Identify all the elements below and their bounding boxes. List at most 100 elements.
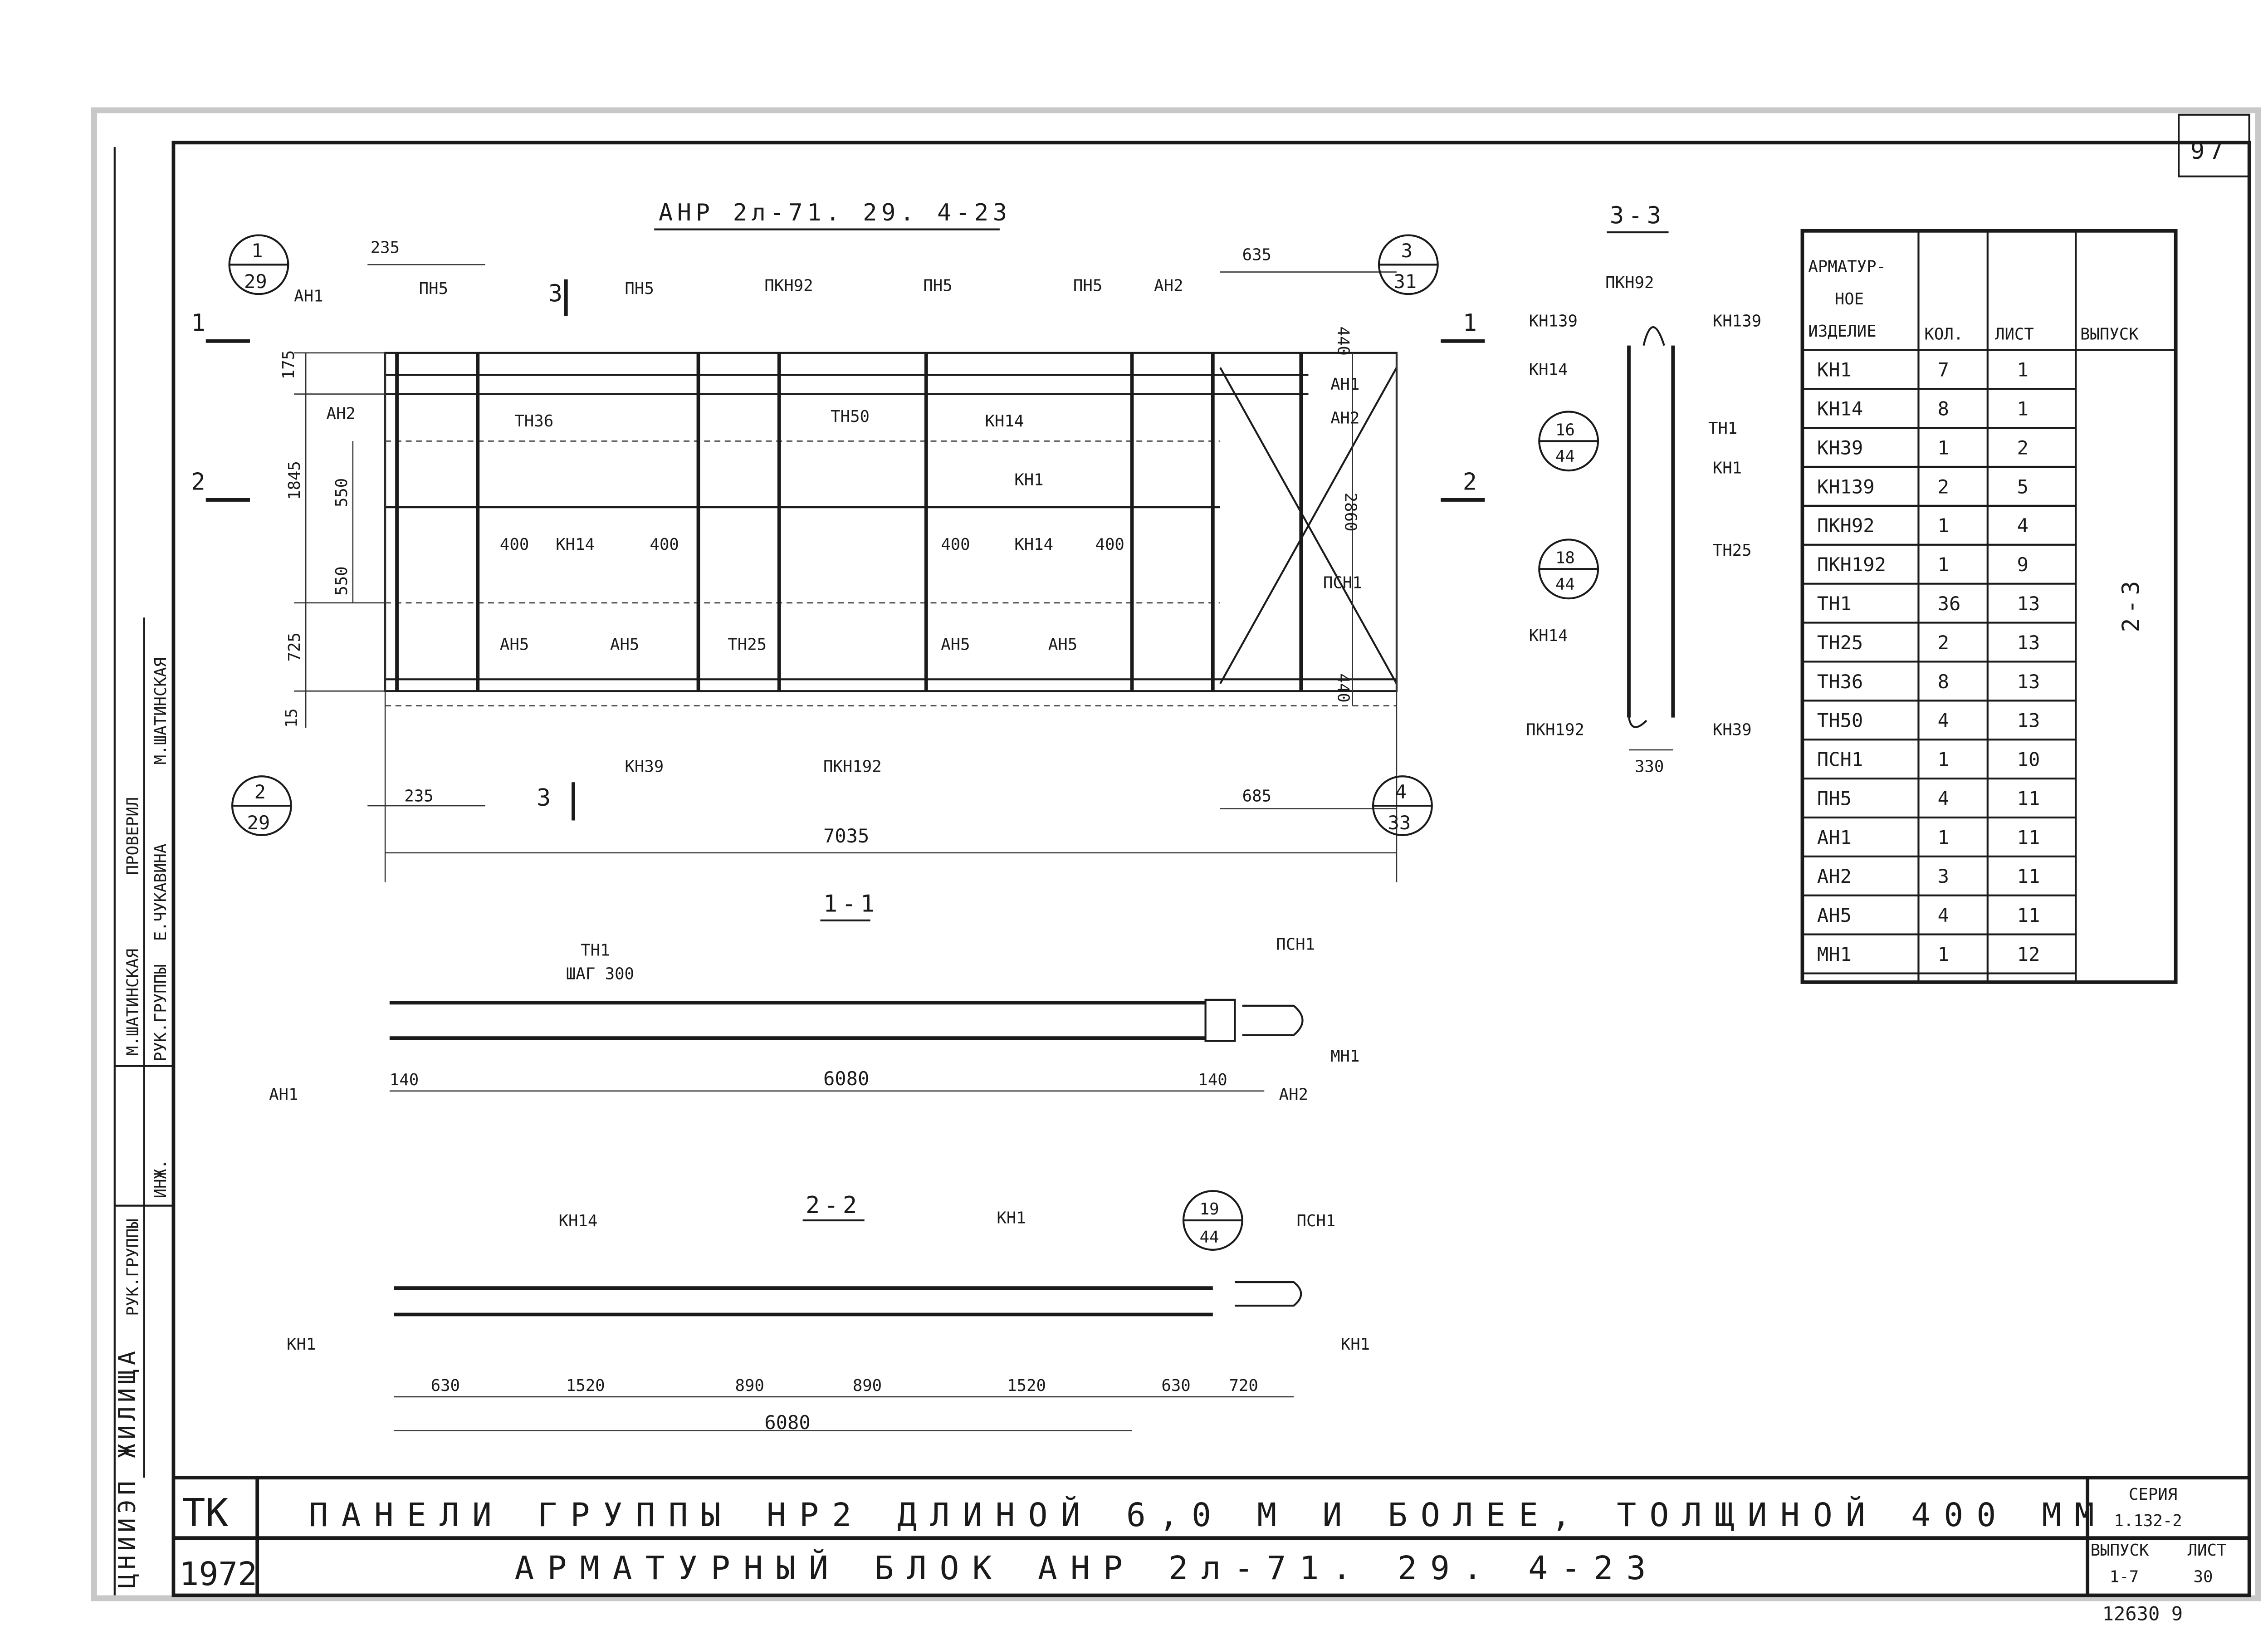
svg-text:1520: 1520 (566, 1376, 605, 1395)
table-cell: 2 (1938, 475, 1949, 498)
table-cell: 11 (2017, 865, 2040, 887)
table-cell: 2 (1938, 631, 1949, 654)
table-cell: 4 (1938, 904, 1949, 926)
table-cell: АН1 (1817, 826, 1852, 848)
svg-text:2-2: 2-2 (806, 1192, 861, 1219)
svg-text:АН2: АН2 (1154, 277, 1183, 295)
svg-text:3: 3 (1401, 240, 1413, 262)
table-cell: ПКН192 (1817, 553, 1886, 576)
table-cell: 36 (1938, 592, 1961, 615)
svg-text:КН14: КН14 (1529, 627, 1568, 645)
header-item-qty: КОЛ. (1924, 325, 1963, 344)
svg-text:235: 235 (371, 238, 400, 257)
table-cell: 1 (1938, 553, 1949, 576)
table-cell: 1 (1938, 514, 1949, 537)
table-row: КН1 7 1 (1802, 359, 2076, 390)
svg-text:18: 18 (1555, 548, 1575, 567)
svg-text:АН2: АН2 (326, 405, 355, 423)
svg-text:440: 440 (1334, 327, 1352, 356)
svg-text:3: 3 (537, 784, 555, 812)
svg-text:РУК.ГРУППЫ: РУК.ГРУППЫ (124, 1219, 142, 1316)
callout-1-29: 129 (228, 234, 289, 295)
svg-text:1: 1 (191, 309, 210, 337)
callout-4-33: 433 (1372, 775, 1433, 836)
table-cell: 11 (2017, 904, 2040, 926)
table-cell: 13 (2017, 631, 2040, 654)
table-cell: КН1 (1817, 359, 1852, 381)
svg-text:АН1: АН1 (1330, 375, 1359, 394)
svg-text:1: 1 (251, 240, 263, 262)
svg-text:2: 2 (254, 781, 266, 803)
svg-text:КН1: КН1 (1713, 459, 1742, 478)
table-cell: 7 (1938, 359, 1949, 381)
svg-text:235: 235 (404, 787, 433, 805)
svg-text:ТН1: ТН1 (1708, 419, 1737, 438)
svg-text:АН1: АН1 (294, 287, 323, 305)
table-cell: 4 (1938, 787, 1949, 809)
svg-text:ПСН1: ПСН1 (1276, 935, 1315, 954)
svg-text:ПКН92: ПКН92 (764, 277, 813, 295)
svg-text:400: 400 (1095, 535, 1124, 554)
drawing-subtitle: АРМАТУРНЫЙ БЛОК АНР 2л-71. 29. 4-23 (514, 1549, 1659, 1587)
svg-text:6080: 6080 (823, 1067, 869, 1090)
svg-text:400: 400 (941, 535, 970, 554)
table-cell: АН2 (1817, 865, 1852, 887)
svg-text:КН14: КН14 (985, 412, 1024, 431)
svg-text:30: 30 (2194, 1567, 2213, 1586)
table-cell: 9 (2017, 553, 2028, 576)
drawing-title: ПАНЕЛИ ГРУППЫ НР2 ДЛИНОЙ 6,0 М И БОЛЕЕ, … (309, 1496, 2107, 1534)
svg-text:630: 630 (1161, 1376, 1190, 1395)
issue-value: 2-3 (2118, 577, 2145, 632)
table-cell: 1 (2017, 359, 2028, 381)
svg-text:КН39: КН39 (1713, 721, 1752, 739)
svg-text:ПСН1: ПСН1 (1297, 1212, 1336, 1230)
svg-text:1-1: 1-1 (823, 890, 879, 917)
svg-text:М.ШАТИНСКАЯ: М.ШАТИНСКАЯ (152, 657, 170, 764)
svg-text:ПН5: ПН5 (625, 279, 654, 298)
title-block: ТК 1972 ПАНЕЛИ ГРУППЫ НР2 ДЛИНОЙ 6,0 М И… (173, 1476, 2249, 1596)
svg-text:АН5: АН5 (610, 636, 639, 654)
svg-text:ПН5: ПН5 (923, 277, 952, 295)
section-marks: 1 1 2 2 3 3 (191, 279, 1485, 821)
callout-2-29: 229 (231, 775, 292, 836)
svg-text:2: 2 (1463, 468, 1481, 495)
svg-text:400: 400 (650, 535, 679, 554)
table-cell: 5 (2017, 475, 2028, 498)
table-cell: 13 (2017, 671, 2040, 693)
table-cell: ТН1 (1817, 592, 1852, 615)
svg-text:КН1: КН1 (997, 1209, 1026, 1228)
svg-text:АН5: АН5 (941, 636, 970, 654)
table-cell: 8 (1938, 398, 1949, 420)
svg-text:ТН36: ТН36 (514, 412, 553, 431)
table-cell: ТН25 (1817, 631, 1863, 654)
svg-text:720: 720 (1229, 1376, 1258, 1395)
svg-text:440: 440 (1334, 673, 1352, 702)
svg-text:КН14: КН14 (559, 1212, 598, 1230)
svg-text:725: 725 (285, 632, 304, 661)
svg-text:ТК: ТК (182, 1491, 229, 1535)
svg-text:890: 890 (735, 1376, 764, 1395)
svg-text:ТН50: ТН50 (831, 407, 870, 426)
table-cell: 1 (1938, 943, 1949, 965)
table-cell: 11 (2017, 787, 2040, 809)
elevation-labels: АН1 ПН5 ПН5 ПКН92 ПН5 ПН5 АН2 АН1 АН2 АН… (294, 277, 1362, 776)
table-cell: 12 (2017, 943, 2040, 965)
table-row: ПКН192 1 9 (1802, 553, 2076, 585)
svg-text:330: 330 (1635, 758, 1664, 776)
svg-text:АН5: АН5 (1048, 636, 1077, 654)
svg-text:ПСН1: ПСН1 (1323, 573, 1362, 592)
svg-text:ПН5: ПН5 (419, 279, 448, 298)
svg-text:6080: 6080 (764, 1411, 810, 1434)
